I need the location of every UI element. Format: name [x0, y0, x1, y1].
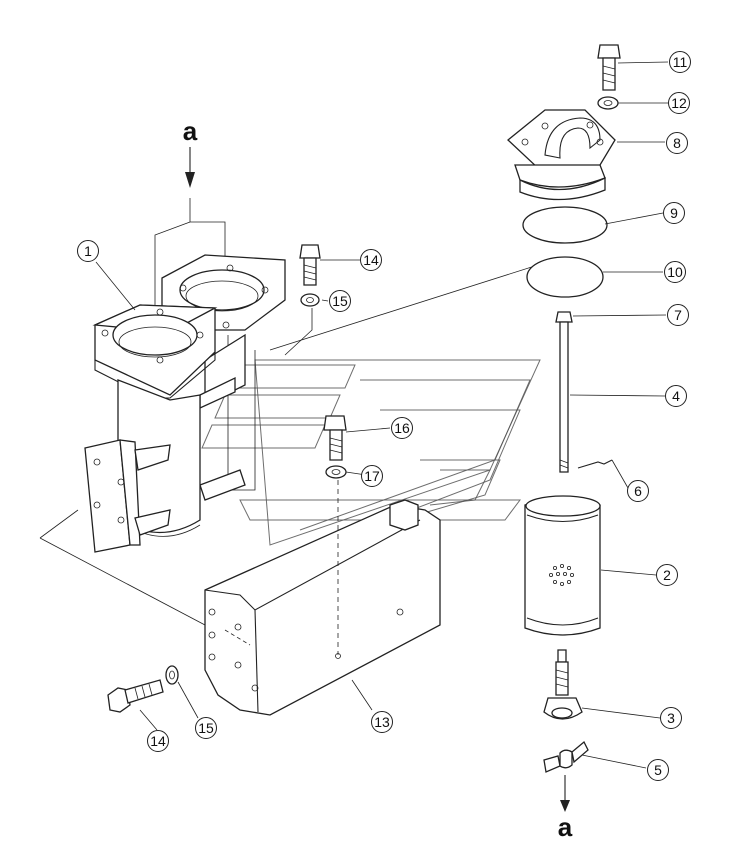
- reference-lines: [39, 198, 561, 626]
- callout-5: 5: [647, 759, 669, 781]
- callout-17: 17: [361, 465, 383, 487]
- callout-4: 4: [665, 385, 687, 407]
- callout-label: 17: [364, 468, 380, 484]
- arrow-a-bottom: a: [558, 775, 573, 842]
- arrow-label-top: a: [183, 116, 198, 146]
- o-rings: [522, 206, 608, 298]
- callout-2: 2: [656, 564, 678, 586]
- callout-12: 12: [668, 92, 690, 114]
- callout-8: 8: [666, 132, 688, 154]
- bolt-lower: [107, 665, 179, 713]
- arrow-a-top: a: [183, 116, 198, 188]
- callout-13: 13: [371, 711, 393, 733]
- mounting-bracket: [204, 480, 441, 716]
- leader-lines: [95, 61, 669, 769]
- callout-label: 2: [663, 567, 671, 583]
- watermark-logo: [201, 359, 541, 546]
- callout-label: 4: [672, 388, 680, 404]
- callout-15-lower: 15: [195, 717, 217, 739]
- callout-label: 13: [374, 714, 390, 730]
- bolt-upper: [299, 244, 321, 307]
- callout-label: 14: [150, 733, 166, 749]
- callout-7: 7: [667, 304, 689, 326]
- callout-16: 16: [391, 417, 413, 439]
- callout-9: 9: [663, 202, 685, 224]
- callout-label: 10: [667, 264, 683, 280]
- callout-label: 11: [673, 54, 688, 70]
- callout-1: 1: [77, 240, 99, 262]
- callout-11: 11: [669, 51, 691, 73]
- filter-head-housing: [84, 254, 286, 553]
- callout-14-lower: 14: [147, 730, 169, 752]
- callout-label: 16: [394, 420, 410, 436]
- filter-element: [524, 495, 601, 636]
- bolt-middle: [323, 415, 347, 479]
- callout-label: 1: [84, 243, 92, 259]
- center-stud: [555, 311, 613, 473]
- callout-6: 6: [627, 480, 649, 502]
- callout-10: 10: [664, 261, 686, 283]
- callout-label: 7: [674, 307, 682, 323]
- callout-label: 6: [634, 483, 642, 499]
- callout-label: 3: [667, 710, 675, 726]
- callout-label: 9: [670, 205, 678, 221]
- callout-label: 8: [673, 135, 681, 151]
- callout-14-upper: 14: [360, 249, 382, 271]
- callout-label: 15: [332, 293, 348, 309]
- filter-cover-assembly: [507, 44, 621, 201]
- callout-label: 5: [654, 762, 662, 778]
- callout-label: 14: [363, 252, 379, 268]
- arrow-label-bottom: a: [558, 812, 573, 842]
- callout-label: 15: [198, 720, 214, 736]
- drain-valve: [543, 649, 589, 773]
- callout-15-upper: 15: [329, 290, 351, 312]
- callout-3: 3: [660, 707, 682, 729]
- callout-label: 12: [671, 95, 687, 111]
